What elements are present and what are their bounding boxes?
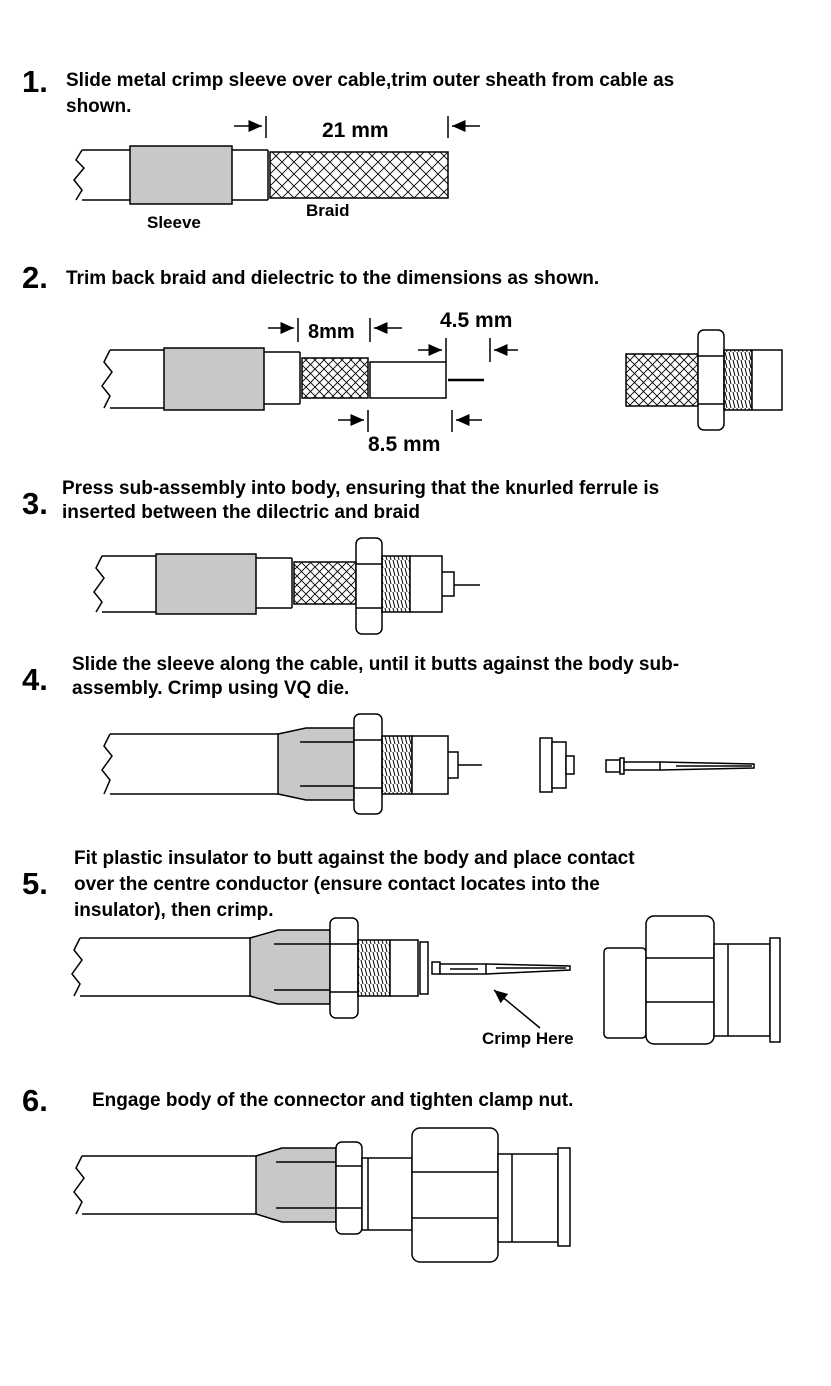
step-1-text-line-2: shown.	[66, 96, 132, 117]
step-3-text-line-1: Press sub-assembly into body, ensuring t…	[62, 478, 660, 499]
step-2-diagram	[101, 318, 783, 432]
braid-mesh	[301, 357, 369, 399]
step-2-number: 2.	[22, 260, 48, 295]
crimp-here-label: Crimp Here	[482, 1029, 574, 1048]
dielectric	[369, 361, 447, 399]
step-5-text-line-1: Fit plastic insulator to butt against th…	[74, 848, 635, 869]
step-4-diagram	[101, 713, 755, 815]
crimp-sleeve	[155, 553, 257, 615]
step-1-number: 1.	[22, 64, 48, 99]
centre-contact	[605, 757, 755, 775]
step-5-text-line-3: insulator), then crimp.	[74, 900, 274, 921]
clamp-nut	[353, 713, 383, 815]
crimp-arrow	[493, 989, 541, 1029]
crimped-sleeve	[255, 1147, 337, 1223]
dimension-8mm: 8mm	[308, 321, 355, 343]
step-3-diagram	[93, 537, 480, 635]
step-5-diagram	[71, 915, 781, 1045]
braid-mesh	[269, 151, 449, 199]
step-5-text-line-2: over the centre conductor (ensure contac…	[74, 874, 600, 895]
step-1-diagram	[73, 116, 480, 205]
step-3-number: 3.	[22, 486, 48, 521]
step-6-number: 6.	[22, 1083, 48, 1118]
crimp-sleeve	[129, 145, 233, 205]
body-subassembly	[625, 329, 783, 431]
plastic-insulator	[539, 737, 575, 793]
step-4-number: 4.	[22, 662, 48, 697]
sleeve-label: Sleeve	[147, 213, 201, 232]
clamp-nut	[335, 1141, 363, 1235]
connector-body-assembly	[603, 915, 781, 1045]
step-4-text-line-1: Slide the sleeve along the cable, until …	[72, 654, 680, 675]
crimp-sleeve	[163, 347, 265, 411]
plastic-insulator	[419, 941, 429, 995]
crimped-sleeve	[277, 727, 355, 801]
braid-label: Braid	[306, 201, 350, 220]
step-6-diagram	[73, 1127, 571, 1263]
step-4-text-line-2: assembly. Crimp using VQ die.	[72, 678, 350, 699]
clamp-nut	[329, 917, 359, 1019]
step-3-text-line-2: inserted between the dilectric and braid	[62, 502, 420, 523]
braid-mesh	[293, 561, 357, 605]
dimension-4-5mm: 4.5 mm	[440, 309, 513, 332]
step-5-number: 5.	[22, 866, 48, 901]
clamp-nut	[355, 537, 383, 635]
dimension-8-5mm: 8.5 mm	[368, 433, 441, 456]
step-2-text-line-1: Trim back braid and dielectric to the di…	[66, 268, 600, 289]
crimped-sleeve	[249, 929, 331, 1005]
step-1-text-line-1: Slide metal crimp sleeve over cable,trim…	[66, 70, 675, 91]
step-6-text-line-1: Engage body of the connector and tighten…	[92, 1090, 574, 1111]
dimension-21mm: 21 mm	[322, 119, 389, 142]
